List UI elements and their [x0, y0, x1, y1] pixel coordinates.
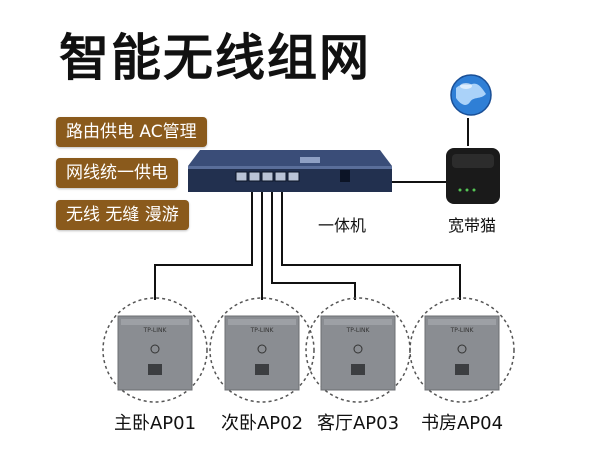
modem-label: 宽带猫: [448, 216, 497, 235]
ap-label-01: 主卧AP01: [113, 413, 197, 434]
feature-badge-roaming: 无线 无缝 漫游: [56, 200, 189, 230]
svg-text:TP-LINK: TP-LINK: [250, 327, 275, 334]
page-title: 智能无线组网: [59, 29, 371, 87]
ap-panel-04: TP-LINK: [409, 297, 515, 403]
router-power-port: [340, 170, 350, 182]
cable-ap03: [271, 190, 356, 300]
ap-panel-01: TP-LINK: [102, 297, 208, 403]
svg-text:TP-LINK: TP-LINK: [450, 327, 475, 334]
router-led-strip: [300, 157, 320, 163]
ap-panel-02: TP-LINK: [209, 297, 315, 403]
svg-text:TP-LINK: TP-LINK: [346, 327, 371, 334]
globe-icon: [450, 74, 492, 116]
ap-label-04: 书房AP04: [420, 413, 504, 434]
ap-label-02: 次卧AP02: [220, 413, 304, 434]
feature-badge-routing: 路由供电 AC管理: [56, 117, 207, 147]
ap-label-03: 客厅AP03: [316, 413, 400, 434]
router-device: [188, 150, 392, 192]
feature-badge-power: 网线统一供电: [56, 158, 178, 188]
cable-ap04: [281, 190, 461, 300]
cable-group: [154, 118, 469, 300]
cable-ap01: [154, 190, 253, 300]
router-label: 一体机: [318, 216, 367, 235]
svg-text:TP-LINK: TP-LINK: [143, 327, 168, 334]
ap-panel-03: TP-LINK: [305, 297, 411, 403]
router-ports: [235, 171, 300, 182]
modem-device: [446, 148, 500, 204]
